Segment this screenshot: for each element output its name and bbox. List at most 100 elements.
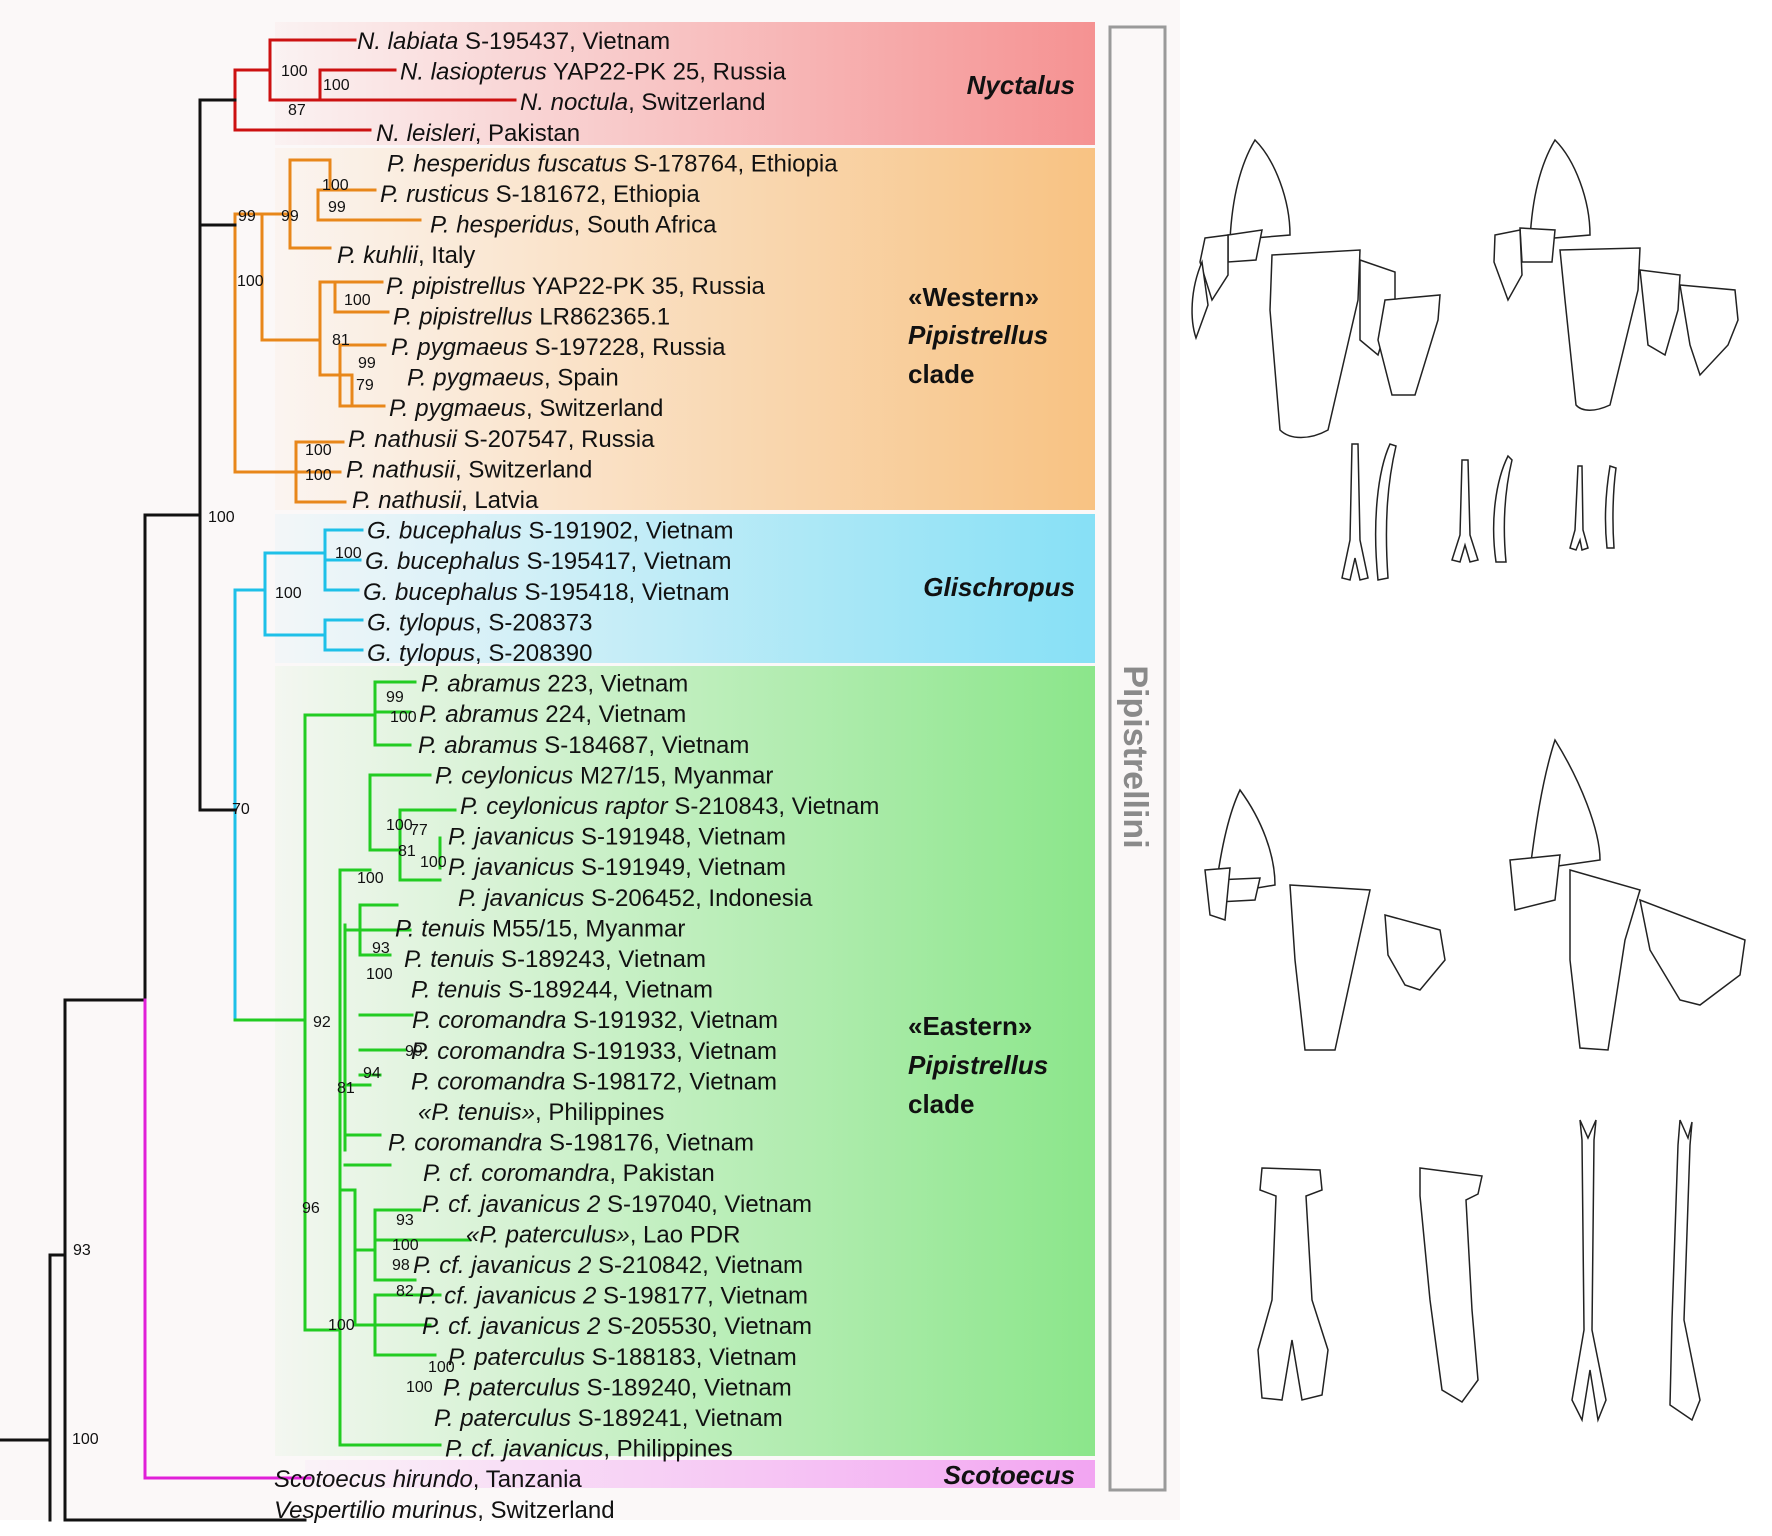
tip-species-name: P. cf. javanicus xyxy=(445,1436,603,1463)
bootstrap-value: 70 xyxy=(232,801,250,818)
tip-species-name: P. ceylonicus raptor xyxy=(460,793,669,820)
tip-species-name: P. javanicus xyxy=(448,824,574,851)
tip-label: P. cf. javanicus 2 S-205530, Vietnam xyxy=(422,1313,812,1340)
tip-label: P. pipistrellus LR862365.1 xyxy=(393,303,670,330)
tip-specimen-locality: M55/15, Myanmar xyxy=(485,915,685,942)
tip-specimen-locality: S-191948, Vietnam xyxy=(574,824,786,851)
tip-specimen-locality: , S-208390 xyxy=(475,640,592,667)
tip-species-name: P. coromandra xyxy=(411,1038,565,1065)
clade-eastern-line3: clade xyxy=(908,1089,975,1119)
tip-species-name: P. nathusii xyxy=(352,487,462,514)
tree-branches xyxy=(0,38,517,1522)
tip-label: P. abramus S-184687, Vietnam xyxy=(418,732,749,759)
tip-specimen-locality: S-191949, Vietnam xyxy=(574,854,786,881)
clade-eastern-line2: Pipistrellus xyxy=(908,1050,1048,1080)
tip-label: G. bucephalus S-191902, Vietnam xyxy=(367,518,733,545)
bootstrap-value: 99 xyxy=(238,208,256,225)
tip-specimen-locality: S-191933, Vietnam xyxy=(565,1038,777,1065)
bootstrap-value: 100 xyxy=(386,817,413,834)
clade-western-line3: clade xyxy=(908,359,975,389)
tip-label: P. coromandra S-198172, Vietnam xyxy=(411,1068,777,1095)
tip-label: «P. paterculus», Lao PDR xyxy=(466,1221,740,1248)
tip-specimen-locality: , South Africa xyxy=(574,212,717,239)
tip-label: N. noctula, Switzerland xyxy=(520,89,765,116)
tip-label: P. cf. javanicus 2 S-197040, Vietnam xyxy=(422,1191,812,1218)
tip-species-name: P. hesperidus xyxy=(430,212,574,239)
clade-label-western: «Western» Pipistrellus clade xyxy=(908,282,1048,389)
tip-species-name: N. noctula xyxy=(520,89,628,116)
tip-species-name: «P. paterculus» xyxy=(466,1221,630,1248)
tip-label: P. rusticus S-181672, Ethiopia xyxy=(380,181,700,208)
clade-label-nyctalus: Nyctalus xyxy=(967,70,1075,100)
tip-species-name: P. coromandra xyxy=(412,1007,566,1034)
tip-species-name: P. abramus xyxy=(418,732,538,759)
tip-label: P. javanicus S-191949, Vietnam xyxy=(448,854,786,881)
tip-label: P. hesperidus, South Africa xyxy=(430,212,717,239)
bootstrap-value: 100 xyxy=(305,467,332,484)
tip-label: G. bucephalus S-195418, Vietnam xyxy=(363,579,729,606)
tip-specimen-locality: S-189243, Vietnam xyxy=(494,946,706,973)
tip-label: N. labiata S-195437, Vietnam xyxy=(357,28,670,55)
tip-species-name: P. cf. coromandra xyxy=(423,1160,609,1187)
tip-label: «P. tenuis», Philippines xyxy=(418,1099,664,1126)
nyctalus-panel xyxy=(275,22,1095,145)
dentition-drawing-top-left xyxy=(1191,138,1441,439)
tip-specimen-locality: , Philippines xyxy=(535,1099,664,1126)
tip-specimen-locality: , Tanzania xyxy=(473,1466,583,1493)
clade-glischropus-line1: Glischropus xyxy=(923,572,1075,602)
tip-species-name: P. pipistrellus xyxy=(386,273,526,300)
dentition-drawing-top-right xyxy=(1493,138,1739,411)
bootstrap-value: 100 xyxy=(305,442,332,459)
tip-specimen-locality: S-195417, Vietnam xyxy=(520,548,732,575)
tip-specimen-locality: , Philippines xyxy=(603,1436,732,1463)
tip-specimen-locality: S-184687, Vietnam xyxy=(538,732,750,759)
tip-specimen-locality: , Switzerland xyxy=(628,89,765,116)
tip-specimen-locality: , Switzerland xyxy=(526,395,663,422)
tip-label: P. cf. coromandra, Pakistan xyxy=(423,1160,715,1187)
tip-label: P. tenuis S-189244, Vietnam xyxy=(411,977,713,1004)
bootstrap-value: 99 xyxy=(386,689,404,706)
bootstrap-value: 100 xyxy=(323,77,350,94)
bootstrap-value: 99 xyxy=(328,199,346,216)
tip-species-name: P. coromandra xyxy=(411,1068,565,1095)
tip-species-name: P. cf. javanicus 2 xyxy=(418,1283,596,1310)
tip-specimen-locality: , Latvia xyxy=(461,487,539,514)
tip-label: G. tylopus, S-208390 xyxy=(367,640,592,667)
western-panel xyxy=(275,148,1095,510)
tip-label: P. cf. javanicus 2 S-210842, Vietnam xyxy=(413,1252,803,1279)
clade-western-line2: Pipistrellus xyxy=(908,320,1048,350)
bootstrap-value: 100 xyxy=(390,709,417,726)
tip-specimen-locality: YAP22-PK 35, Russia xyxy=(526,273,766,300)
clade-label-scotoecus: Scotoecus xyxy=(944,1460,1076,1490)
tip-specimen-locality: S-178764, Ethiopia xyxy=(627,150,838,177)
bootstrap-value: 92 xyxy=(313,1014,331,1031)
tip-label: P. coromandra S-191933, Vietnam xyxy=(411,1038,777,1065)
dentition-drawing-middle-left xyxy=(1204,788,1446,1051)
tip-specimen-locality: , Switzerland xyxy=(455,456,592,483)
tip-species-name: P. ceylonicus xyxy=(435,762,573,789)
tip-label: P. tenuis M55/15, Myanmar xyxy=(395,915,685,942)
tip-species-name: P. cf. javanicus 2 xyxy=(422,1313,600,1340)
tip-specimen-locality: 223, Vietnam xyxy=(541,671,689,698)
tip-specimen-locality: YAP22-PK 25, Russia xyxy=(547,59,787,86)
tip-specimen-locality: S-191902, Vietnam xyxy=(522,518,734,545)
tip-specimen-locality: , Lao PDR xyxy=(630,1221,741,1248)
tip-species-name: P. cf. javanicus 2 xyxy=(413,1252,591,1279)
clade-western-line1: «Western» xyxy=(908,282,1039,312)
tip-label: Vespertilio murinus, Switzerland xyxy=(274,1497,615,1524)
tip-species-name: G. bucephalus xyxy=(363,579,518,606)
tip-species-name: P. javanicus xyxy=(458,885,584,912)
bootstrap-value: 81 xyxy=(337,1080,355,1097)
tip-species-name: Scotoecus hirundo xyxy=(274,1466,473,1493)
tip-label: P. cf. javanicus, Philippines xyxy=(445,1436,733,1463)
tip-specimen-locality: S-207547, Russia xyxy=(457,426,655,453)
tip-specimen-locality: , Pakistan xyxy=(609,1160,714,1187)
tip-species-name: P. nathusii xyxy=(348,426,458,453)
tip-specimen-locality: , Pakistan xyxy=(475,120,580,147)
dentition-drawing-middle-right xyxy=(1509,738,1746,1051)
bootstrap-value: 81 xyxy=(332,332,350,349)
bootstrap-value: 100 xyxy=(420,854,447,871)
tip-label: P. hesperidus fuscatus S-178764, Ethiopi… xyxy=(387,150,838,177)
tip-species-name: P. tenuis xyxy=(411,977,501,1004)
